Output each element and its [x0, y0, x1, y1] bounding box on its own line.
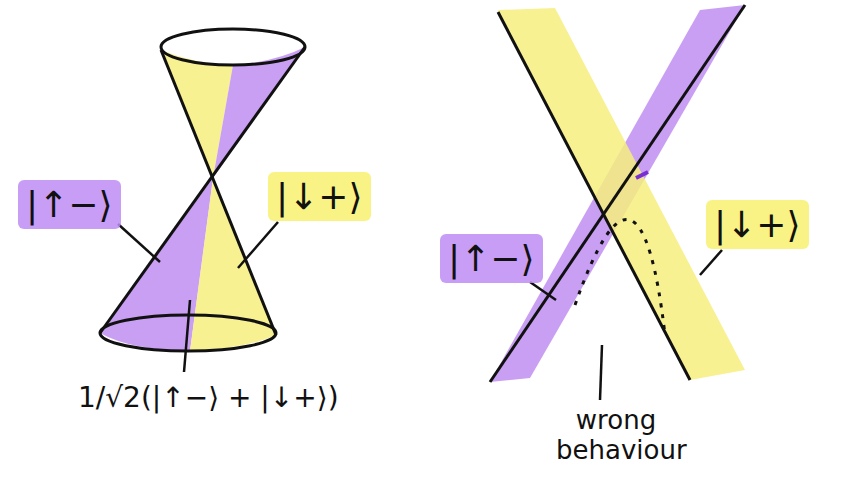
state-label: |↓+⟩: [706, 200, 809, 249]
band-mark: [636, 172, 648, 178]
band-edge: [498, 12, 690, 380]
cone-edge: [161, 50, 276, 335]
state-label: |↑−⟩: [18, 180, 121, 229]
state-label: |↓+⟩: [268, 172, 371, 221]
band-edge: [490, 5, 745, 382]
leader-line: [184, 300, 190, 372]
band-fill: [498, 8, 745, 380]
leader-line: [700, 250, 722, 275]
note-label: wrong behaviour: [548, 402, 684, 470]
cone-rim: [161, 29, 305, 65]
dotted-cone: [575, 219, 665, 335]
state-label: |↑−⟩: [440, 234, 543, 283]
leader-line: [238, 222, 278, 268]
leader-line: [600, 345, 602, 400]
note-label: 1/√2(|↑−⟩ + |↓+⟩): [70, 378, 347, 418]
band-fill: [490, 5, 745, 382]
leader-line: [530, 282, 556, 300]
leader-line: [118, 224, 160, 262]
